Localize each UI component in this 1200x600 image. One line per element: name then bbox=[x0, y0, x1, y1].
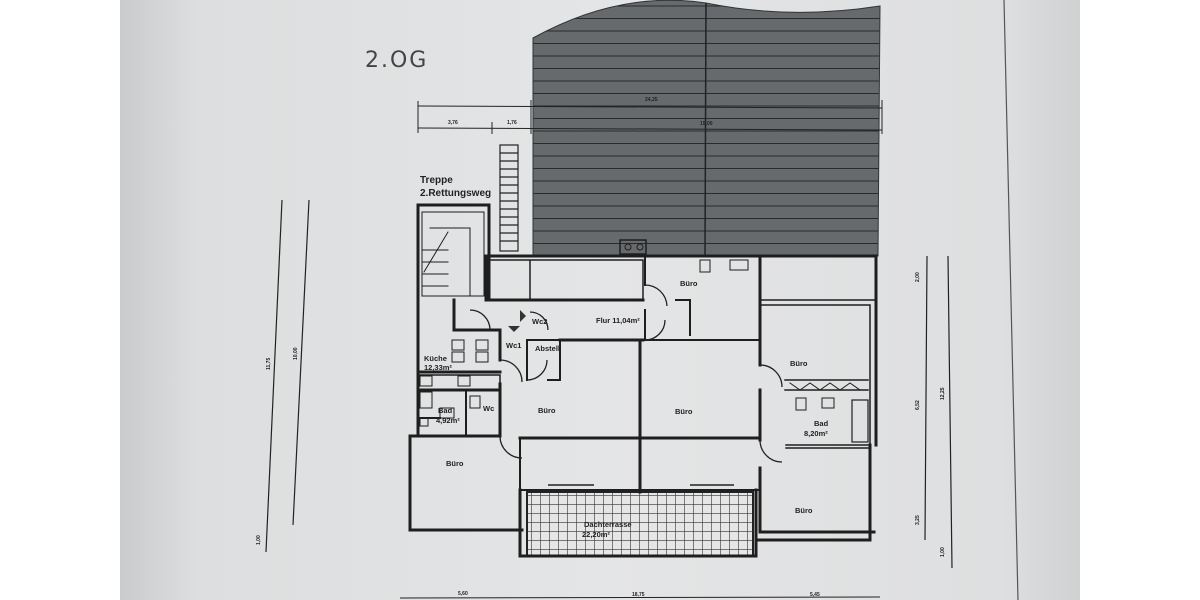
external-stair bbox=[499, 144, 519, 252]
room-buero-right-bottom: Büro bbox=[795, 506, 813, 515]
right-dimension-lines bbox=[924, 255, 953, 569]
dim-bottom-left: 5,60 bbox=[458, 591, 468, 597]
dim-top-mid: 1,76 bbox=[507, 120, 517, 126]
top-dimension-lines bbox=[417, 100, 883, 134]
stair-label-1: Treppe bbox=[420, 175, 453, 186]
dim-top-left: 3,76 bbox=[448, 120, 458, 126]
room-wc2: Wc2 bbox=[532, 317, 547, 326]
room-dachterrasse: Dachterrasse bbox=[584, 520, 632, 529]
dim-right-total: 12,25 bbox=[940, 387, 946, 400]
room-buero-left-bottom: Büro bbox=[446, 459, 464, 468]
dim-left-inner: 10,00 bbox=[293, 347, 299, 360]
room-bad-left-area: 4,92m² bbox=[436, 416, 460, 425]
room-bad-right-area: 8,20m² bbox=[804, 429, 828, 438]
room-buero-right-upper: Büro bbox=[790, 359, 808, 368]
dim-top-total: 24,25 bbox=[645, 97, 658, 103]
room-buero-center-right: Büro bbox=[675, 407, 693, 416]
dim-bottom-mid: 18,75 bbox=[632, 592, 645, 598]
bottom-dimension-line bbox=[399, 596, 881, 599]
roof-hatched-area bbox=[532, 0, 881, 257]
walls bbox=[408, 203, 878, 558]
dim-right-mid: 6,52 bbox=[915, 400, 921, 410]
room-kueche-area: 12,33m² bbox=[424, 363, 452, 372]
door-swings bbox=[469, 284, 783, 463]
stair-marker-icon bbox=[520, 310, 526, 322]
dim-top-right: 15,00 bbox=[700, 121, 713, 127]
room-abstell: Abstell bbox=[535, 344, 560, 353]
dim-right-lower: 3,25 bbox=[915, 515, 921, 525]
room-buero-top: Büro bbox=[680, 279, 698, 288]
roof-terrace bbox=[526, 491, 754, 557]
left-dimension-lines bbox=[265, 199, 310, 553]
room-flur: Flur 11,04m² bbox=[596, 316, 640, 325]
room-bad-right: Bad bbox=[814, 419, 829, 428]
dim-bottom-right: 5,45 bbox=[810, 592, 820, 598]
dim-left-outer: 11,75 bbox=[266, 358, 272, 370]
room-wc1: Wc1 bbox=[506, 341, 521, 350]
stair-label-2: 2.Rettungsweg bbox=[420, 188, 491, 199]
room-wc-small: Wc bbox=[483, 404, 494, 413]
room-bad-left: Bad bbox=[438, 406, 453, 415]
floor-label: 2.OG bbox=[365, 48, 428, 73]
dim-left-base: 1,00 bbox=[256, 535, 262, 545]
dim-right-upper: 2,00 bbox=[915, 272, 921, 282]
arrow-marker-icon bbox=[508, 326, 520, 332]
room-kueche: Küche bbox=[424, 354, 447, 363]
room-dachterrasse-area: 22,20m² bbox=[582, 530, 610, 539]
paper-fold-line bbox=[1003, 0, 1019, 600]
room-buero-center-left: Büro bbox=[538, 406, 556, 415]
dim-right-base: 1,00 bbox=[940, 547, 946, 557]
